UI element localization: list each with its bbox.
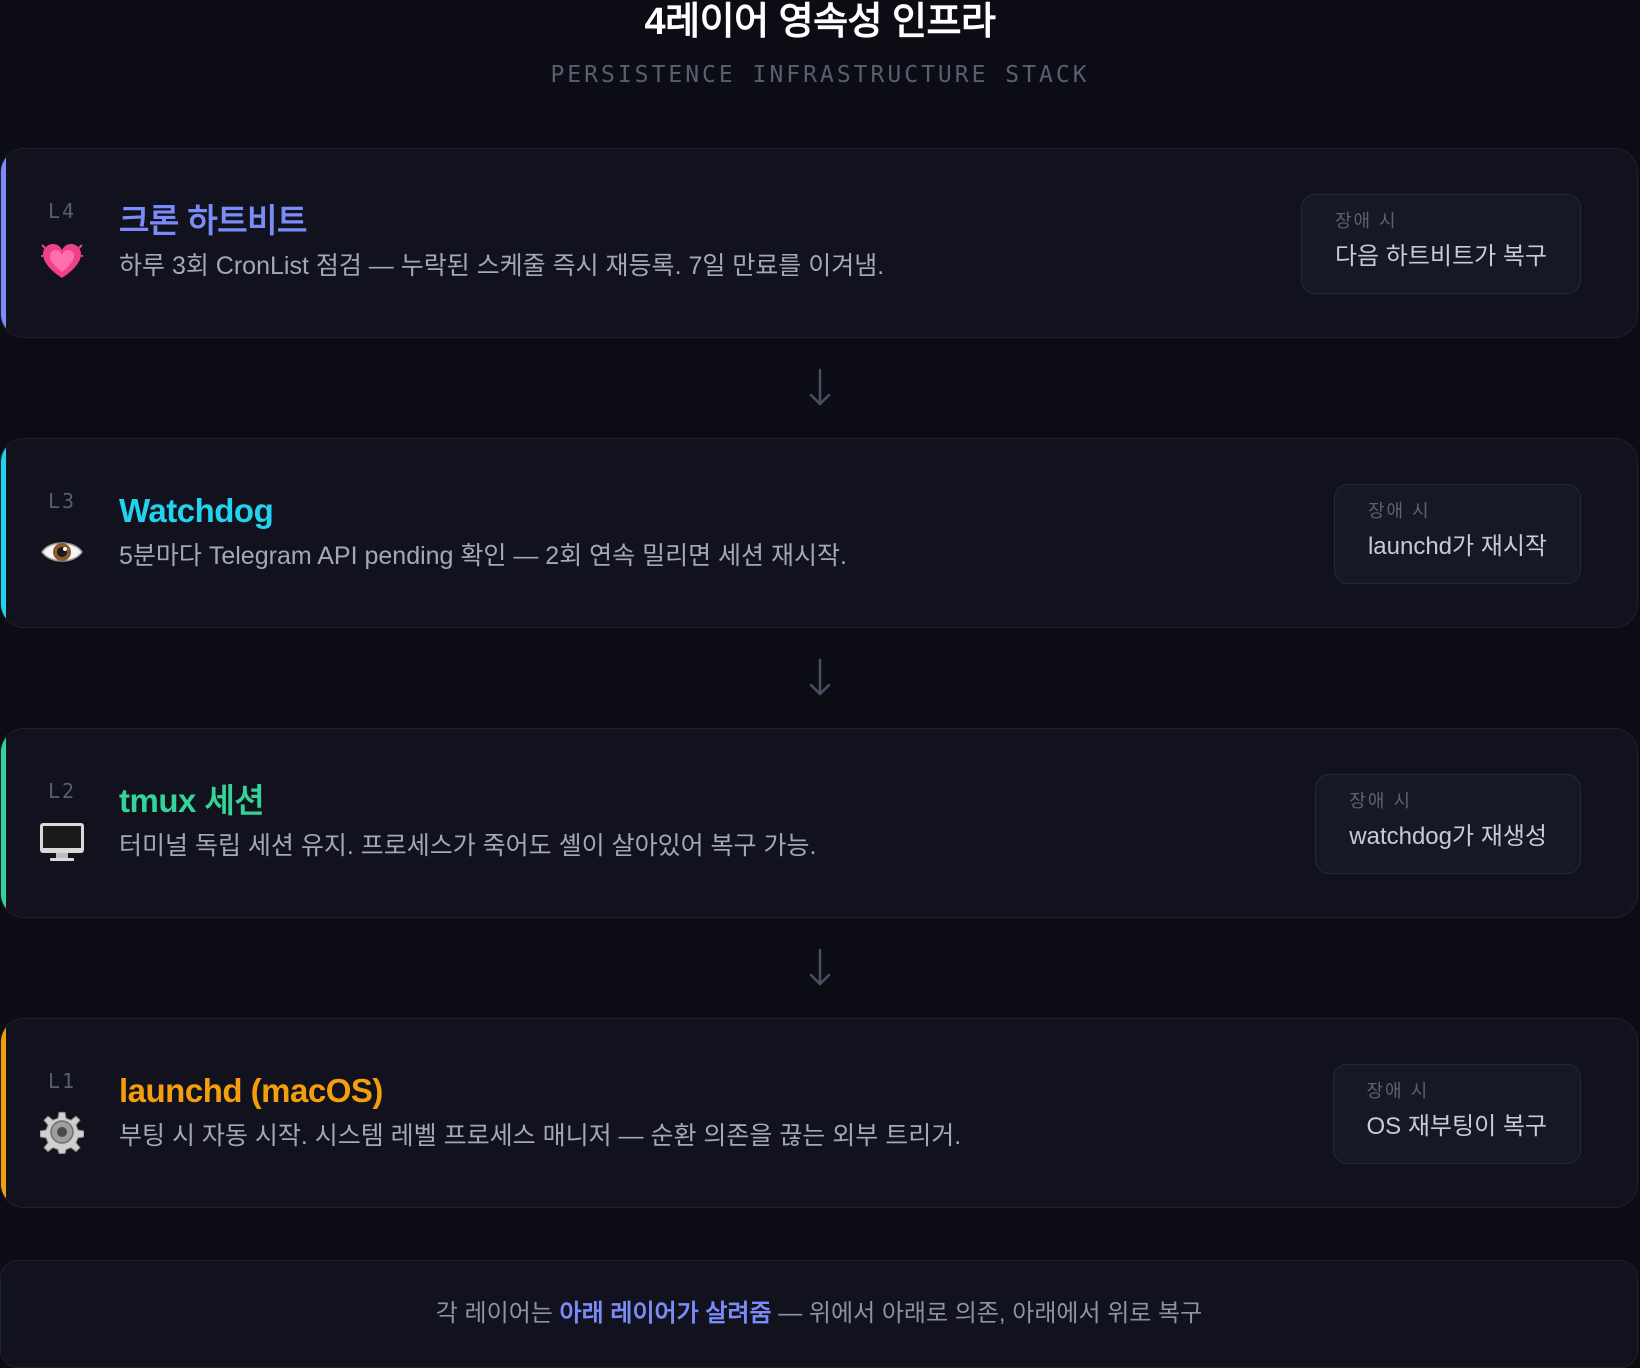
layer-card-l1: L1 launchd (macOS) 부팅 시 자동 시작. 시스템 레벨 프로…: [0, 1018, 1638, 1208]
layer-description: 터미널 독립 세션 유지. 프로세스가 죽어도 셸이 살아있어 복구 가능.: [119, 832, 817, 860]
failure-recovery-value: watchdog가 재생성: [1349, 823, 1547, 850]
failure-label: 장애 시: [1334, 211, 1398, 231]
layer-accent-bar: [1, 729, 6, 917]
failure-recovery-box: 장애 시 다음 하트비트가 복구: [1300, 194, 1581, 294]
layer-description: 5분마다 Telegram API pending 확인 — 2회 연속 밀리면…: [119, 542, 847, 570]
failure-recovery-value: launchd가 재시작: [1367, 533, 1547, 560]
failure-recovery-box: 장애 시 OS 재부팅이 복구: [1332, 1064, 1581, 1164]
eye-icon: [39, 529, 85, 575]
layer-name: 크론 하트비트: [119, 202, 307, 239]
layer-level: L1: [48, 1069, 77, 1093]
failure-recovery-value: OS 재부팅이 복구: [1366, 1113, 1548, 1140]
layer-name: launchd (macOS): [119, 1072, 383, 1109]
layer-card-l2: L2 tmux 세션 터미널 독립 세션 유지. 프로세스가 죽어도 셸이 살아…: [0, 728, 1638, 918]
layer-description: 부팅 시 자동 시작. 시스템 레벨 프로세스 매니저 — 순환 의존을 끊는 …: [119, 1122, 962, 1150]
arrow-down-icon: [809, 658, 831, 696]
page-title: 4레이어 영속성 인프라: [644, 1, 996, 43]
layer-description: 하루 3회 CronList 점검 — 누락된 스케줄 즉시 재등록. 7일 만…: [119, 252, 885, 280]
layer-accent-bar: [1, 149, 6, 337]
footer-prefix: 각 레이어는: [435, 1300, 560, 1327]
dependency-summary-footer: 각 레이어는 아래 레이어가 살려줌 — 위에서 아래로 의존, 아래에서 위로…: [0, 1260, 1638, 1368]
layer-level: L3: [48, 489, 77, 513]
failure-recovery-box: 장애 시 launchd가 재시작: [1333, 484, 1581, 584]
footer-highlight: 아래 레이어가 살려줌: [559, 1300, 772, 1327]
layer-name: tmux 세션: [119, 782, 265, 819]
arrow-down-icon: [809, 948, 831, 986]
failure-label: 장애 시: [1349, 791, 1412, 811]
heart-icon: [39, 239, 85, 285]
gear-icon: [39, 1109, 85, 1155]
failure-recovery-value: 다음 하트비트가 복구: [1334, 243, 1547, 270]
footer-suffix: — 위에서 아래로 의존, 아래에서 위로 복구: [771, 1300, 1203, 1327]
monitor-icon: [39, 819, 85, 865]
layer-level: L2: [48, 779, 77, 803]
layer-name: Watchdog: [119, 492, 274, 529]
layer-level: L4: [48, 199, 77, 223]
failure-label: 장애 시: [1366, 1081, 1430, 1101]
arrow-down-icon: [809, 368, 831, 406]
layer-card-l3: L3 Watchdog 5분마다 Telegram API pending 확인…: [0, 438, 1638, 628]
layer-card-l4: L4 크론 하트비트 하루 3회 CronList 점검 — 누락된 스케줄 즉…: [0, 148, 1638, 338]
layer-accent-bar: [1, 439, 6, 627]
failure-label: 장애 시: [1367, 501, 1431, 521]
page-subtitle: PERSISTENCE INFRASTRUCTURE STACK: [550, 62, 1090, 88]
failure-recovery-box: 장애 시 watchdog가 재생성: [1315, 774, 1581, 874]
layer-accent-bar: [1, 1019, 6, 1207]
